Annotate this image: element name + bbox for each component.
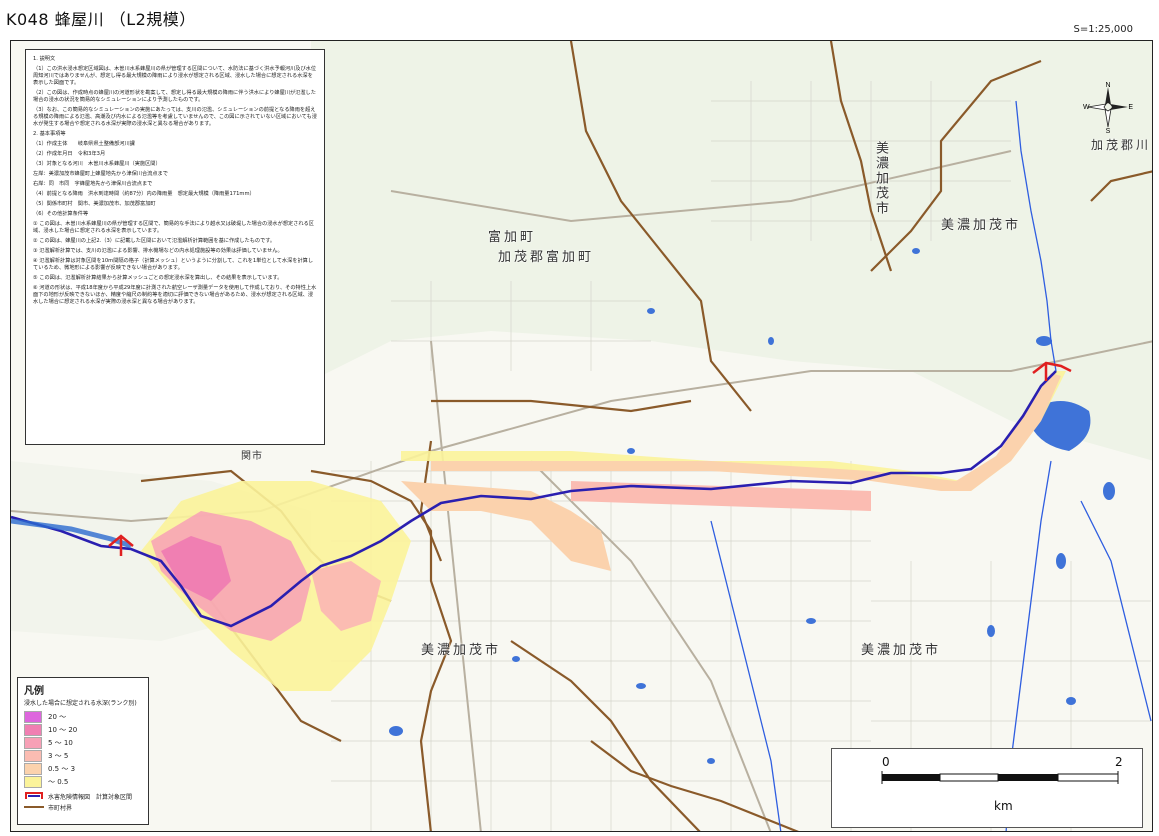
legend-rank-row: 3 ～ 5 [24,749,142,762]
legend-rank-label: 5 ～ 10 [48,738,73,747]
place-label: 美濃加茂市 [421,643,502,658]
target-section-markers [108,361,1072,556]
place-label: 加茂郡富加町 [498,250,595,265]
place-label: 美濃加茂市 [873,141,888,216]
legend-rank-label: 0.5 ～ 3 [48,764,76,773]
legend-target-section: 水害危険情報図 計算対象区間 [24,790,142,802]
map-canvas[interactable]: 美濃加茂市 美濃加茂市 富加町 加茂郡富加町 美濃加茂市 美濃加茂市 加茂郡川 … [10,40,1153,832]
notes-line: （2）作成年月日 令和3年3月 [33,151,106,157]
north-arrow-icon: N S E W [1083,82,1133,133]
notes-heading: 2. 基本事項等 [33,131,66,137]
legend-subtitle: 浸水した場合に想定される水深(ランク別) [24,700,137,707]
notes-line: （5）関係市町村 関市、美濃加茂市、加茂郡富加町 [33,201,156,207]
legend-swatch [24,775,42,788]
map-title: K048 蜂屋川 （L2規模） [6,10,196,29]
legend-rank-label: 10 ～ 20 [48,725,78,734]
legend-rank-row: 0.5 ～ 3 [24,762,142,775]
notes-line: （3）対象となる河川 木曽川水系蜂屋川（実施区間） [33,161,161,167]
legend-depth-ranks: 20 ～ 10 ～ 20 5 ～ 10 3 ～ 5 0.5 ～ 3 ～ 0.5 [24,710,142,788]
notes-line: （4）前提となる降雨 洪水到達時間（約87分）内の降雨量 想定最大規模（降雨量1… [33,191,255,197]
legend-rank-row: ～ 0.5 [24,775,142,788]
legend-swatch [24,723,42,736]
legend-rank-label: ～ 0.5 [48,777,69,786]
notes-paragraph: ③ 氾濫解析計算では、支川の氾濫による影響、排水機場などの内水処理施設等の効果は… [33,248,283,254]
explanatory-notes-panel: 1. 説明文 （1）この洪水浸水想定区域図は、木曽川水系蜂屋川の県が管理する区間… [25,49,325,445]
scale-bar-end: 2 [1115,755,1123,769]
compass-n: N [1105,82,1110,89]
legend-boundary: 市町村界 [24,802,142,812]
place-label: 美濃加茂市 [861,643,942,658]
legend-rank-row: 5 ～ 10 [24,736,142,749]
boundary-line-icon [24,806,44,808]
notes-heading: （6）その他計算条件等 [33,211,89,217]
notes-paragraph: ② この図は、蜂屋川の上記2.（3）に記載した区間において氾濫解析計算範囲を基に… [33,238,276,244]
legend-swatch [24,762,42,775]
target-section-icon [25,792,43,799]
map-scale-ratio: S=1:25,000 [1073,24,1133,35]
legend-rank-label: 20 ～ [48,712,67,721]
map-drawing [11,41,1152,831]
flood-extent [141,371,1066,691]
scale-bar-start: 0 [882,755,890,769]
notes-paragraph: ⑤ この図は、氾濫解析計算結果から計算メッシュごとの想定浸水深を算出し、その結果… [33,275,283,281]
hachiya-river [11,370,1057,628]
notes-paragraph: （3）なお、この簡易的なシミュレーションの実施にあたっては、支川の氾濫、シミュレ… [33,107,317,127]
place-label: 美濃加茂市 [941,218,1022,233]
legend-rank-label: 3 ～ 5 [48,751,69,760]
notes-paragraph: （2）この図は、作成時点の蜂屋川の河道形状を勘案して、想定し得る最大規模の降雨に… [33,90,316,103]
compass-e: E [1128,104,1133,111]
legend-swatch [24,710,42,723]
notes-paragraph: ④ 氾濫解析計算は対象区間を10m間隔の格子（計算メッシュ）というように分割して… [33,258,314,271]
notes-heading: 1. 説明文 [33,56,56,62]
legend-rank-row: 20 ～ [24,710,142,723]
ponds [389,248,1127,764]
place-label: 関市 [241,451,263,462]
roads [11,150,1152,831]
notes-line: （1）作成主体 岐阜県県土整備部河川課 [33,141,135,147]
notes-line: 左岸：美濃加茂市蜂屋町上蜂屋地先から津保川合流点まで [33,171,168,177]
legend-target-section-label: 水害危険情報図 計算対象区間 [48,793,133,801]
notes-paragraph: ⑥ 河道の形状は、平成18年度から平成29年度に計測された航空レーザ測量データを… [33,285,317,305]
legend-swatch [24,749,42,762]
map-legend: 凡例 浸水した場合に想定される水深(ランク別) 20 ～ 10 ～ 20 5 ～ 1… [17,677,149,825]
notes-line: 右岸：同 市同 字蜂屋地先から津保川合流点まで [33,181,153,187]
legend-rank-row: 10 ～ 20 [24,723,142,736]
place-label: 加茂郡川 [1091,138,1152,152]
compass-w: W [1083,104,1090,111]
legend-swatch [24,736,42,749]
scale-bar-graphic [881,771,1119,784]
scale-bar: 0 2 km [831,748,1143,828]
scale-bar-unit: km [994,799,1013,813]
place-label: 富加町 [488,230,537,245]
notes-paragraph: ① この図は、木曽川水系蜂屋川の県が管理する区間で、簡易的な手法により越水又は破… [33,221,314,234]
legend-title: 凡例 [24,686,44,697]
compass-s: S [1106,128,1111,133]
field-grid [331,81,1151,831]
legend-boundary-label: 市町村界 [48,804,73,812]
notes-paragraph: （1）この洪水浸水想定区域図は、木曽川水系蜂屋川の県が管理する区間について、水防… [33,66,317,86]
